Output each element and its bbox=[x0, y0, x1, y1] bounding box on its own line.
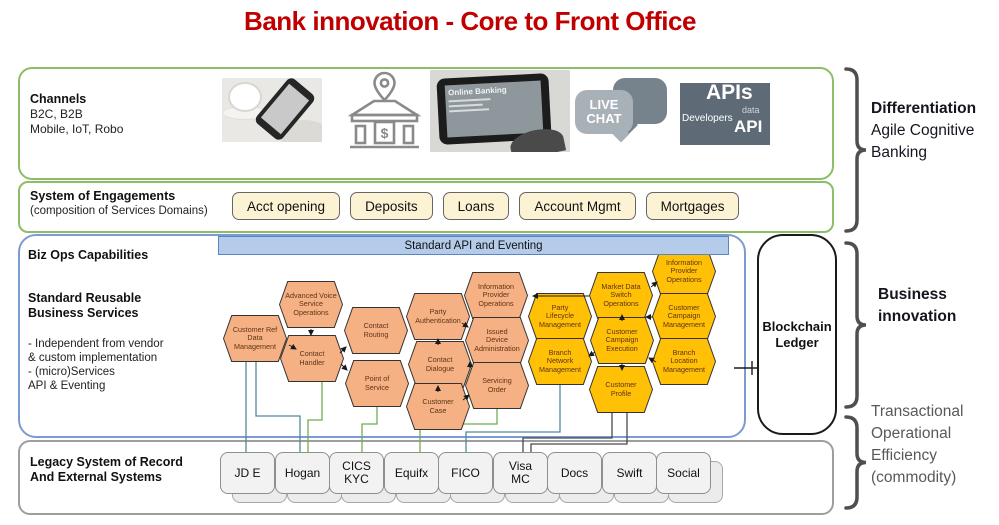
live-chat-bubble: LIVE CHAT bbox=[575, 90, 633, 134]
mobile-phone-photo bbox=[222, 78, 322, 142]
channels-line1: B2C, B2B bbox=[30, 107, 83, 121]
annotation-line: innovation bbox=[878, 308, 957, 325]
annotation-line: Transactional bbox=[871, 403, 964, 420]
bizops-subheading-2: Business Services bbox=[28, 306, 139, 320]
bizops-bullets: - Independent from vendor & custom implem… bbox=[28, 337, 164, 393]
blockchain-label-2: Ledger bbox=[775, 334, 819, 350]
legacy-system-docs: Docs bbox=[547, 452, 602, 494]
annotation-line: Agile Cognitive bbox=[871, 122, 975, 139]
engagement-buttons-row: Acct opening Deposits Loans Account Mgmt Mor… bbox=[232, 192, 740, 220]
apis-word-developers: Developers bbox=[682, 113, 733, 124]
bank-branch-icon: $ bbox=[347, 71, 422, 149]
tablet-caption: Online Banking bbox=[447, 85, 507, 98]
channels-heading: Channels bbox=[30, 92, 87, 106]
legacy-system-hogan: Hogan bbox=[275, 452, 330, 494]
engagement-button-loans: Loans bbox=[442, 192, 510, 220]
legacy-heading-1: Legacy System of Record bbox=[30, 455, 183, 469]
legacy-system-jd-e: JD E bbox=[220, 452, 275, 494]
blockchain-ledger-box: Blockchain Ledger bbox=[757, 234, 837, 435]
bank-dollar-symbol: $ bbox=[381, 125, 389, 141]
standard-api-bar: Standard API and Eventing bbox=[218, 236, 729, 255]
channels-line2: Mobile, IoT, Robo bbox=[30, 122, 124, 136]
bizops-bullet: - Independent from vendor bbox=[28, 338, 164, 350]
legacy-system-social: Social bbox=[656, 452, 711, 494]
legacy-system-fico: FICO bbox=[438, 452, 493, 494]
blockchain-label-1: Blockchain bbox=[762, 318, 832, 334]
standard-api-bar-label: Standard API and Eventing bbox=[404, 239, 543, 252]
annotation-line: Banking bbox=[871, 144, 928, 161]
bizops-bullet: & custom implementation bbox=[28, 352, 158, 364]
legacy-system-equifx: Equifx bbox=[384, 452, 439, 494]
brace-business-innovation bbox=[844, 241, 867, 409]
apis-word-data: data bbox=[742, 105, 760, 115]
online-banking-tablet-photo: Online Banking bbox=[430, 70, 570, 152]
engagement-button-account-mgmt: Account Mgmt bbox=[519, 192, 636, 220]
annotation-line: Operational bbox=[871, 425, 952, 442]
engagement-button-acct-opening: Acct opening bbox=[232, 192, 341, 220]
legacy-system-swift: Swift bbox=[602, 452, 657, 494]
engagement-button-mortgages: Mortgages bbox=[645, 192, 740, 220]
live-chat-image: LIVE CHAT bbox=[575, 78, 670, 146]
bizops-subheading-1: Standard Reusable bbox=[28, 291, 142, 305]
page-title: Bank innovation - Core to Front Office bbox=[244, 6, 696, 36]
bizops-heading: Biz Ops Capabilities bbox=[28, 248, 149, 262]
annotation-line: (commodity) bbox=[871, 469, 957, 486]
apis-word-cloud: APIs data Developers API bbox=[680, 83, 770, 145]
annotation-line: Efficiency bbox=[871, 447, 938, 464]
engagements-heading: System of Engagements bbox=[30, 189, 176, 203]
bizops-bullet: API & Eventing bbox=[28, 380, 106, 392]
coffee-cup bbox=[228, 82, 262, 112]
apis-word-big: APIs bbox=[706, 83, 753, 104]
brace-transactional bbox=[844, 415, 867, 510]
bizops-bullet: - (micro)Services bbox=[28, 366, 115, 378]
annotation-line: Differentiation bbox=[871, 100, 977, 117]
legacy-heading-2: And External Systems bbox=[30, 470, 162, 484]
brace-differentiation bbox=[844, 67, 867, 233]
engagements-subheading: (composition of Services Domains) bbox=[30, 205, 208, 217]
apis-word-api: API bbox=[734, 117, 763, 136]
annotation-line: Business bbox=[878, 286, 947, 303]
annotation-business-innovation: Business innovation bbox=[878, 284, 956, 328]
engagement-button-deposits: Deposits bbox=[350, 192, 433, 220]
